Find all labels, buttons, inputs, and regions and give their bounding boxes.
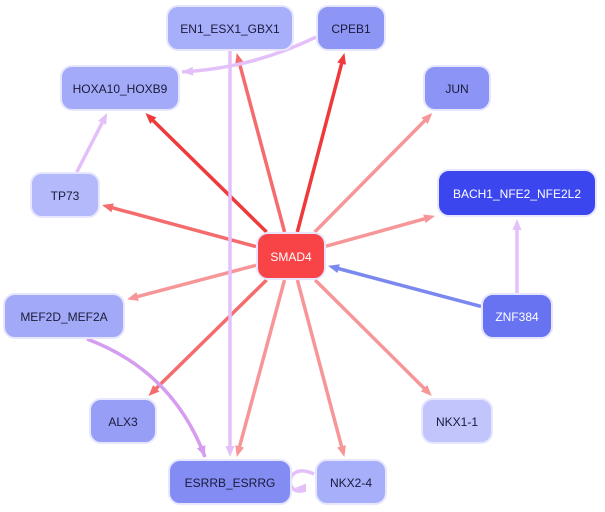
edge-smad4-nkx1-1-line: [313, 278, 428, 392]
edge-smad4-esrrb-esrrg-line: [237, 279, 287, 450]
edge-mef2d-mef2a-esrrb-esrrg-arrowhead: [196, 445, 206, 457]
edge-smad4-nkx2-4: [295, 279, 346, 457]
edge-smad4-tp73: [102, 203, 257, 249]
edge-smad4-cpeb1: [295, 53, 346, 233]
node-esrrb-esrrg[interactable]: ESRRB_ESRRG: [168, 459, 292, 505]
node-en1-esx1-gbx1[interactable]: EN1_ESX1_GBX1: [166, 5, 294, 51]
edge-smad4-nkx2-4-arrowhead: [337, 445, 346, 457]
node-jun[interactable]: JUN: [423, 65, 491, 111]
edge-smad4-bach1-nfe2-nfe2l2: [325, 214, 435, 248]
node-znf384-label: ZNF384: [495, 310, 539, 324]
node-nkx1-1[interactable]: NKX1-1: [421, 398, 493, 444]
node-mef2d-mef2a[interactable]: MEF2D_MEF2A: [3, 293, 125, 339]
edge-smad4-en1-esx1-gbx1-line: [237, 60, 287, 233]
edge-smad4-hoxa10-hoxb9: [145, 113, 268, 234]
edge-tp73-hoxa10-hoxb9-line: [75, 119, 106, 173]
edge-smad4-bach1-nfe2-nfe2l2-arrowhead: [423, 214, 435, 224]
node-tp73-label: TP73: [51, 189, 80, 203]
node-nkx2-4[interactable]: NKX2-4: [315, 459, 387, 505]
node-en1-esx1-gbx1-box: [166, 5, 294, 51]
edge-smad4-nkx1-1-arrowhead: [420, 385, 432, 396]
edge-znf384-smad4-line: [335, 266, 482, 309]
node-alx3-label: ALX3: [108, 415, 138, 429]
edge-nkx2-4-esrrb-esrrg: [288, 469, 315, 493]
node-mef2d-mef2a-label: MEF2D_MEF2A: [20, 310, 107, 324]
node-esrrb-esrrg-box: [168, 459, 292, 505]
edge-smad4-cpeb1-line: [295, 60, 345, 233]
node-alx3-box: [89, 398, 157, 444]
edge-nkx2-4-esrrb-esrrg-arrowhead: [295, 483, 306, 493]
edges-layer: [75, 35, 522, 493]
edge-smad4-alx3: [148, 278, 268, 396]
edge-znf384-smad4-arrowhead: [328, 264, 340, 273]
edge-smad4-hoxa10-hoxb9-line: [149, 117, 268, 234]
edge-smad4-esrrb-esrrg: [235, 279, 287, 457]
node-bach1-nfe2-nfe2l2-box: [437, 169, 597, 217]
edge-smad4-bach1-nfe2-nfe2l2-line: [325, 216, 428, 248]
node-smad4[interactable]: SMAD4: [256, 232, 326, 280]
node-hoxa10-hoxb9-label: HOXA10_HOXB9: [73, 82, 168, 96]
edge-smad4-mef2d-mef2a: [127, 263, 257, 301]
edge-smad4-en1-esx1-gbx1: [235, 53, 287, 233]
edge-en1-esx1-gbx1-esrrb-esrrg-arrowhead: [225, 446, 235, 457]
node-bach1-nfe2-nfe2l2[interactable]: BACH1_NFE2_NFE2L2: [437, 169, 597, 217]
edge-smad4-jun-arrowhead: [421, 113, 433, 124]
node-bach1-nfe2-nfe2l2-label: BACH1_NFE2_NFE2L2: [453, 187, 581, 201]
edge-smad4-tp73-line: [109, 205, 257, 249]
node-nkx1-1-label: NKX1-1: [436, 415, 478, 429]
edge-smad4-mef2d-mef2a-line: [134, 263, 257, 299]
node-nkx1-1-box: [421, 398, 493, 444]
edge-smad4-alx3-arrowhead: [148, 385, 160, 396]
node-znf384-box: [481, 293, 553, 339]
node-cpeb1-box: [316, 5, 386, 51]
edge-tp73-hoxa10-hoxb9: [75, 113, 108, 173]
edge-smad4-alx3-line: [152, 278, 268, 392]
edge-smad4-cpeb1-arrowhead: [337, 53, 346, 65]
edge-cpeb1-hoxa10-hoxb9: [181, 35, 317, 76]
edge-smad4-nkx1-1: [313, 278, 432, 396]
edge-znf384-bach1-nfe2-nfe2l2: [512, 219, 522, 293]
edge-mef2d-mef2a-esrrb-esrrg: [86, 337, 207, 458]
edge-cpeb1-hoxa10-hoxb9-line: [181, 35, 317, 74]
edge-cpeb1-hoxa10-hoxb9-arrowhead: [182, 66, 194, 76]
node-jun-box: [423, 65, 491, 111]
edge-smad4-hoxa10-hoxb9-arrowhead: [145, 113, 157, 124]
node-nkx2-4-label: NKX2-4: [330, 476, 372, 490]
node-znf384[interactable]: ZNF384: [481, 293, 553, 339]
edge-smad4-tp73-arrowhead: [102, 203, 114, 213]
node-en1-esx1-gbx1-label: EN1_ESX1_GBX1: [180, 22, 280, 36]
edge-en1-esx1-gbx1-esrrb-esrrg: [225, 51, 235, 457]
node-jun-label: JUN: [445, 82, 468, 96]
edge-smad4-jun: [313, 113, 433, 234]
edge-tp73-hoxa10-hoxb9-arrowhead: [98, 113, 108, 125]
edge-smad4-esrrb-esrrg-arrowhead: [235, 445, 244, 457]
node-hoxa10-hoxb9-box: [60, 65, 180, 111]
edge-smad4-jun-line: [313, 117, 428, 234]
edge-smad4-nkx2-4-line: [295, 279, 345, 450]
node-cpeb1[interactable]: CPEB1: [316, 5, 386, 51]
node-cpeb1-label: CPEB1: [331, 22, 371, 36]
node-hoxa10-hoxb9[interactable]: HOXA10_HOXB9: [60, 65, 180, 111]
edge-smad4-mef2d-mef2a-arrowhead: [127, 292, 139, 301]
node-mef2d-mef2a-box: [3, 293, 125, 339]
node-tp73-box: [30, 172, 100, 218]
edge-znf384-bach1-nfe2-nfe2l2-arrowhead: [512, 219, 522, 230]
node-tp73[interactable]: TP73: [30, 172, 100, 218]
node-alx3[interactable]: ALX3: [89, 398, 157, 444]
node-nkx2-4-box: [315, 459, 387, 505]
node-esrrb-esrrg-label: ESRRB_ESRRG: [185, 476, 276, 490]
edge-znf384-smad4: [328, 264, 482, 309]
node-smad4-box: [256, 232, 326, 280]
edge-mef2d-mef2a-esrrb-esrrg-line: [86, 337, 207, 458]
node-smad4-label: SMAD4: [270, 250, 312, 264]
